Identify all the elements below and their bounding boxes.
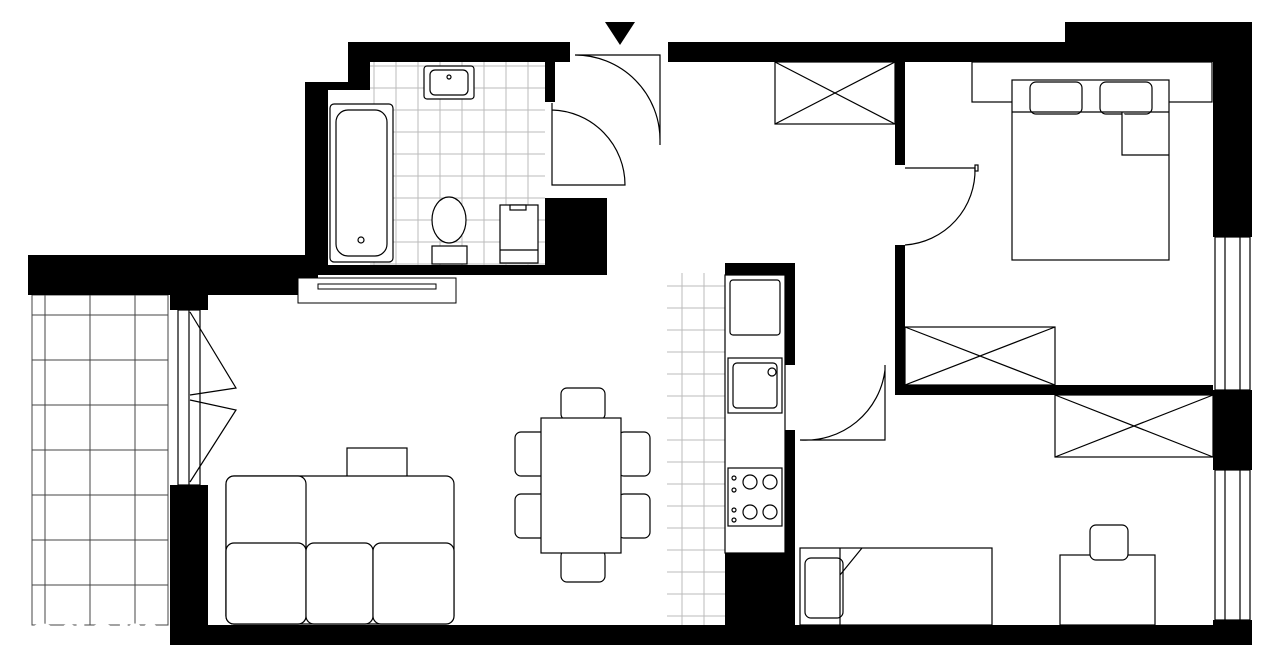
radiator [297,277,457,304]
watermark-logo: otodom [0,608,162,659]
doors [551,54,979,441]
bathroom-fixtures [329,65,539,265]
entrance-arrow-icon [605,22,635,45]
kitchen-floor [667,273,725,625]
desk-chair [1089,524,1129,561]
living-furniture [225,447,455,625]
wardrobes [774,61,1214,458]
kitchen-fixtures [724,274,786,554]
washing-machine [499,204,539,264]
dining-table [540,417,622,554]
entrance-door [574,54,661,145]
bedroom-furniture [971,61,1213,261]
fridge [729,279,781,336]
dining-set [514,387,651,583]
windows [177,236,1251,621]
room-door [799,365,886,441]
desk [1059,554,1156,626]
toilet [431,245,468,265]
bathroom-door [551,103,626,186]
room-furniture [799,524,1156,626]
walls [28,22,1252,645]
bedroom-door [904,167,976,246]
balcony-floor [31,294,169,626]
